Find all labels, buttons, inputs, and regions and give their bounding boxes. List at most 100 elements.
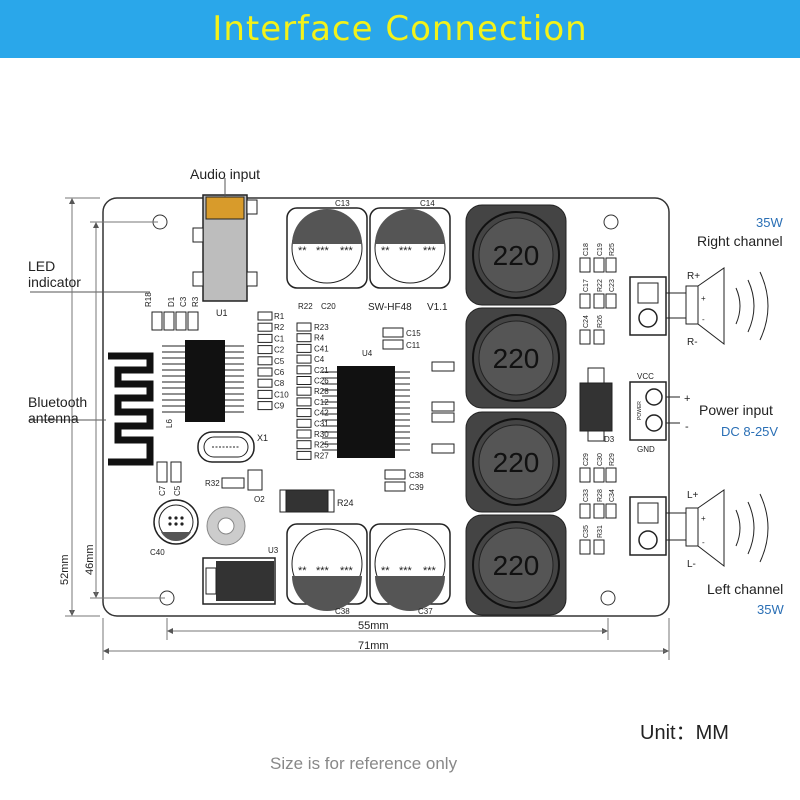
vcc-label: VCC	[637, 372, 654, 381]
power-plus: +	[684, 393, 690, 405]
crystal-x1	[197, 431, 255, 463]
right-channel-power: 35W	[756, 215, 783, 230]
smd-part-label: C24	[583, 315, 590, 328]
smd-part	[593, 293, 605, 309]
capacitor-c14	[369, 207, 451, 289]
smd-part	[605, 467, 617, 483]
c38b-label: C38	[409, 471, 424, 480]
cap-mark: **	[381, 245, 390, 257]
dimension-lines	[65, 197, 670, 660]
inductor-value: 220	[493, 447, 540, 478]
led-indicator-label: LED indicator	[28, 258, 81, 290]
cap-mark: ***	[316, 245, 330, 257]
smd-part-label: C9	[274, 402, 285, 411]
cap-mark: ***	[423, 245, 437, 257]
smd-part-label: R22	[597, 279, 604, 292]
smd-part	[296, 418, 312, 428]
dc-range-label: DC 8-25V	[721, 424, 779, 439]
smd-part	[296, 440, 312, 450]
u4-label: U4	[362, 349, 373, 358]
l-plus-label: L+	[687, 490, 699, 501]
terminal-right-channel	[629, 267, 769, 346]
smd-part-label: R27	[314, 451, 329, 460]
resistor-r24	[281, 489, 331, 513]
smd-part	[257, 356, 273, 366]
r18-label: R18	[144, 292, 153, 307]
smd-part	[296, 354, 312, 364]
smd-part-label: C5	[274, 357, 285, 366]
smd-part-label: C26	[314, 377, 329, 386]
cap-mark: ***	[316, 565, 330, 577]
smd-part-label: C41	[314, 344, 329, 353]
smd-part	[257, 367, 273, 377]
smd-part	[296, 322, 312, 332]
plus-mark: +	[701, 294, 706, 303]
smd-part-label: C33	[583, 489, 590, 502]
r-minus-label: R-	[687, 337, 698, 348]
smd-part-label: C29	[583, 453, 590, 466]
smd-part-label: C2	[274, 346, 285, 355]
smd-part-label: C10	[274, 390, 289, 399]
power-mark: POWER	[637, 401, 643, 420]
smd-part	[257, 378, 273, 388]
diode-d3	[579, 367, 613, 442]
smd-part	[257, 333, 273, 343]
r22-label: R22	[298, 302, 313, 311]
smd-part	[593, 467, 605, 483]
dimension-width-outer: 71mm	[358, 640, 389, 652]
l6-label: L6	[165, 419, 174, 428]
smd-part-label: C35	[583, 525, 590, 538]
smd-part	[593, 539, 605, 555]
cap-small	[431, 361, 455, 372]
r32-label: R32	[205, 479, 220, 488]
smd-part-label: C31	[314, 419, 329, 428]
smd-part	[296, 386, 312, 396]
smd-part-label: R31	[597, 525, 604, 538]
smd-part-label: C8	[274, 379, 285, 388]
smd-part	[593, 257, 605, 273]
o2-label: O2	[254, 495, 265, 504]
cap-mark: ***	[399, 565, 413, 577]
smd-part	[296, 429, 312, 439]
smd-part-label: C12	[314, 398, 329, 407]
c13-label: C13	[335, 199, 350, 208]
header-banner: Interface Connection	[0, 0, 800, 58]
inductor-value: 220	[493, 240, 540, 271]
reference-note: Size is for reference only	[270, 754, 458, 773]
r-plus-label: R+	[687, 271, 700, 282]
l-minus-label: L-	[687, 559, 696, 570]
smd-part	[579, 293, 591, 309]
cap-c38b	[384, 469, 406, 480]
smd-part-label: R29	[609, 453, 616, 466]
gnd-label: GND	[637, 445, 655, 454]
smd-part-label: C34	[609, 489, 616, 502]
smd-part-label: R2	[274, 323, 285, 332]
smd-part-label: C17	[583, 279, 590, 292]
c15-label: C15	[406, 329, 421, 338]
c37-label: C37	[418, 607, 433, 616]
cap-c5	[170, 461, 182, 483]
smd-part-label: C6	[274, 368, 285, 377]
board-model: SW-HF48	[368, 302, 412, 313]
smd-part-label: R30	[314, 430, 329, 439]
smd-part-label: C4	[314, 355, 325, 364]
unit-label: Unit：MM	[640, 722, 729, 744]
smd-part	[605, 257, 617, 273]
audio-jack	[192, 178, 258, 302]
smd-part	[605, 293, 617, 309]
c5-label: C5	[173, 485, 182, 496]
regulator-u3	[202, 557, 276, 605]
capacitor-c37	[369, 523, 451, 611]
c39-label: C39	[409, 483, 424, 492]
smd-part	[257, 311, 273, 321]
smd-part	[257, 401, 273, 411]
minus-mark: -	[702, 538, 705, 547]
smd-part	[296, 450, 312, 460]
smd-part-label: R4	[314, 334, 325, 343]
power-minus: -	[685, 421, 689, 433]
u1-label: U1	[216, 308, 228, 318]
